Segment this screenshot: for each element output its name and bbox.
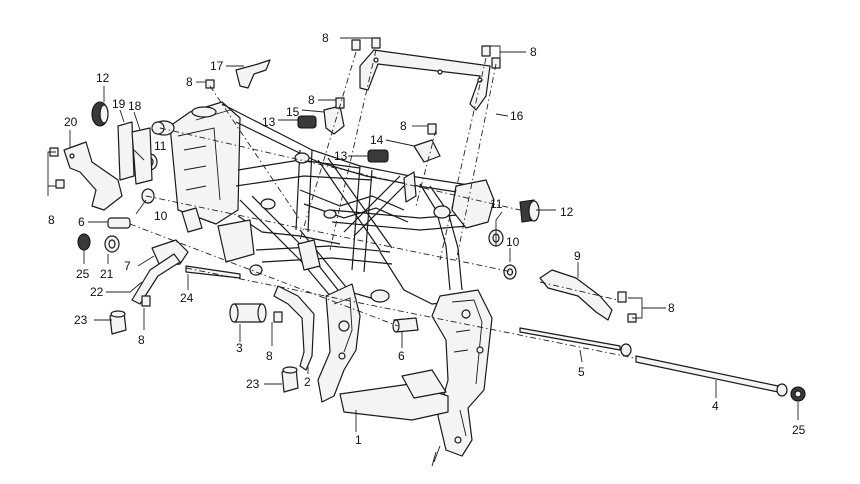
callout-22: 22 <box>90 285 104 299</box>
callout-6b: 6 <box>398 349 405 363</box>
part-18-19-plates <box>117 121 165 185</box>
part-7-bracket <box>151 239 189 267</box>
callout-6a: 6 <box>78 215 85 229</box>
part-12b-bushing <box>519 199 540 223</box>
part-24-rod <box>185 265 241 279</box>
part-9-rear-bracket <box>539 269 613 321</box>
part-17-clip <box>235 59 271 89</box>
callout-18: 18 <box>128 99 142 113</box>
callout-8h: 8 <box>266 349 273 363</box>
callout-8c: 8 <box>186 75 193 89</box>
part-5-long-rod <box>519 327 632 357</box>
part-4-axle <box>635 355 788 397</box>
callout-13b: 13 <box>334 149 348 163</box>
part-13a-rubber-mount <box>297 115 317 129</box>
part-12a-bushing <box>91 101 109 127</box>
part-2-arm <box>273 285 315 371</box>
main-frame <box>153 101 495 467</box>
part-22-arm <box>131 253 181 305</box>
callout-10b: 10 <box>506 235 520 249</box>
leader-lines <box>47 37 799 432</box>
callout-14: 14 <box>370 133 384 147</box>
part-13b-rubber-mount <box>367 149 389 163</box>
callout-23b: 23 <box>246 377 260 391</box>
callout-15: 15 <box>286 105 300 119</box>
callout-4: 4 <box>712 399 719 413</box>
callout-3: 3 <box>236 341 243 355</box>
callout-8f: 8 <box>48 213 55 227</box>
assembly-center-lines <box>129 49 635 359</box>
callout-11a: 11 <box>154 139 167 153</box>
part-16-top-bracket <box>359 49 491 111</box>
part-23a-peg <box>109 310 127 335</box>
callout-24: 24 <box>180 291 194 305</box>
callout-25b: 25 <box>792 423 806 437</box>
callout-25a: 25 <box>76 267 90 281</box>
callout-5: 5 <box>578 365 585 379</box>
callout-9: 9 <box>574 249 581 263</box>
callout-16: 16 <box>510 109 524 123</box>
callout-8g: 8 <box>138 333 145 347</box>
part-3-bushing <box>229 303 267 323</box>
part-6a-pin <box>107 217 131 229</box>
callout-8i: 8 <box>668 301 675 315</box>
part-14-plate <box>413 139 441 163</box>
callout-labels: 1 2 3 4 5 6 6 7 8 8 8 8 8 8 8 8 8 9 10 1… <box>48 31 806 447</box>
callout-17: 17 <box>210 59 224 73</box>
callout-20: 20 <box>64 115 78 129</box>
part-6b-pin <box>392 317 419 333</box>
part-25a-nut <box>77 233 91 251</box>
callout-8d: 8 <box>308 93 315 107</box>
callout-10a: 10 <box>154 209 168 223</box>
callout-12a: 12 <box>96 71 110 85</box>
callout-7: 7 <box>124 259 131 273</box>
callout-11b: 11 <box>490 197 503 211</box>
bolts <box>49 37 637 323</box>
callout-8b: 8 <box>530 45 537 59</box>
part-21-nut <box>104 235 120 253</box>
callout-23a: 23 <box>74 313 88 327</box>
part-20-bracket <box>63 141 123 211</box>
callout-2: 2 <box>304 375 311 389</box>
part-10b-spacer <box>503 264 517 280</box>
part-15-bracket <box>323 105 345 135</box>
callout-21: 21 <box>100 267 114 281</box>
callout-13a: 13 <box>262 115 276 129</box>
callout-19: 19 <box>112 97 126 111</box>
callout-12b: 12 <box>560 205 574 219</box>
callout-8e: 8 <box>400 119 407 133</box>
part-25b-nut <box>790 386 806 402</box>
part-23b-peg <box>281 366 299 393</box>
callout-1: 1 <box>355 433 362 447</box>
callout-8a: 8 <box>322 31 329 45</box>
